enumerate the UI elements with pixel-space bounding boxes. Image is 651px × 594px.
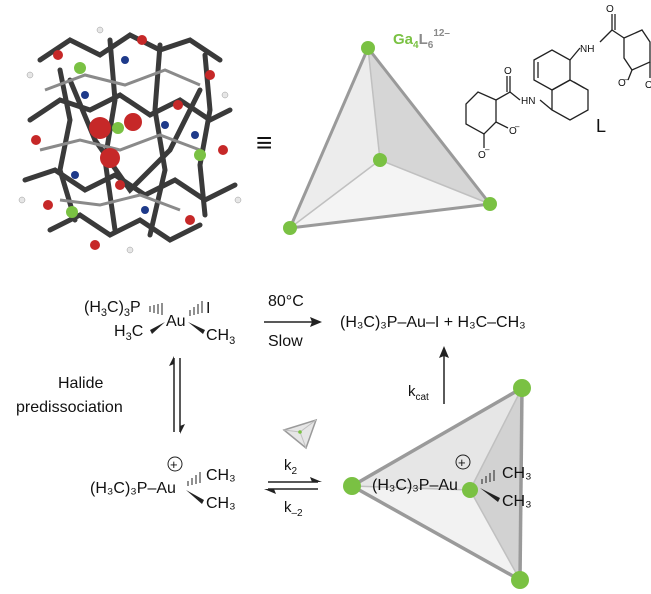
equivalence-sign: ≡: [256, 127, 272, 158]
svg-text:O: O: [504, 66, 512, 77]
crystal-structure-image: [18, 26, 242, 254]
kcat-label: kcat: [408, 383, 429, 403]
svg-text:O: O: [509, 126, 517, 137]
svg-text:–: –: [485, 145, 490, 154]
svg-text:–: –: [624, 75, 629, 84]
starting-complex: (H3C)3P Au I H3C CH3: [84, 299, 235, 347]
svg-text:CH3: CH3: [206, 327, 235, 347]
svg-text:HN: HN: [521, 96, 535, 107]
ligand-structure: [465, 14, 651, 148]
svg-text:O: O: [478, 150, 486, 161]
svg-text:O: O: [618, 78, 626, 89]
svg-text:Au: Au: [166, 313, 186, 330]
vertex-left: [283, 221, 297, 235]
svg-text:CH₃: CH₃: [502, 465, 532, 482]
svg-text:H3C: H3C: [114, 323, 143, 343]
k-minus2-label: k–2: [284, 499, 303, 519]
ligand-label-L: L: [596, 116, 606, 136]
product-text: (H₃C)₃P–Au–I + H₃C–CH₃: [340, 314, 526, 331]
ligand-labels: O NH O – O – O HN O – O –: [478, 4, 651, 161]
svg-text:I: I: [206, 300, 210, 317]
cation-complex: + (H₃C)₃P–Au CH₃ CH₃: [90, 456, 236, 512]
svg-text:(H3C)3P: (H3C)3P: [84, 299, 141, 319]
k2-label: k2: [284, 457, 298, 477]
svg-text:NH: NH: [580, 44, 594, 55]
halide-label-line2: predissociation: [16, 399, 123, 416]
cage-formula: Ga4L612–: [393, 28, 450, 51]
svg-text:O: O: [645, 80, 651, 91]
small-tetrahedron-icon: [282, 418, 318, 450]
svg-text:CH₃: CH₃: [206, 495, 236, 512]
conditions-rate: Slow: [268, 333, 303, 350]
svg-text:–: –: [515, 122, 520, 131]
vertex-right: [483, 197, 497, 211]
svg-text:O: O: [606, 4, 614, 15]
equilibrium-arrow-horizontal: [268, 481, 318, 490]
svg-text:+: +: [170, 457, 178, 472]
conditions-temperature: 80°C: [268, 293, 304, 310]
svg-text:+: +: [458, 455, 466, 470]
equilibrium-arrow-vertical: [173, 358, 181, 432]
halide-label-line1: Halide: [58, 375, 103, 392]
tetrahedron-top: [283, 41, 497, 235]
svg-text:(H₃C)₃P–Au: (H₃C)₃P–Au: [90, 480, 176, 497]
vertex-center: [373, 153, 387, 167]
encapsulated-cation: + (H₃C)₃P–Au CH₃ CH₃: [372, 454, 532, 510]
starting-complex-bonds: [149, 301, 205, 334]
svg-text:(H₃C)₃P–Au: (H₃C)₃P–Au: [372, 477, 458, 494]
host-guest-tetrahedron: [343, 379, 531, 589]
svg-text:CH₃: CH₃: [502, 493, 532, 510]
svg-text:CH₃: CH₃: [206, 467, 236, 484]
vertex-top: [361, 41, 375, 55]
